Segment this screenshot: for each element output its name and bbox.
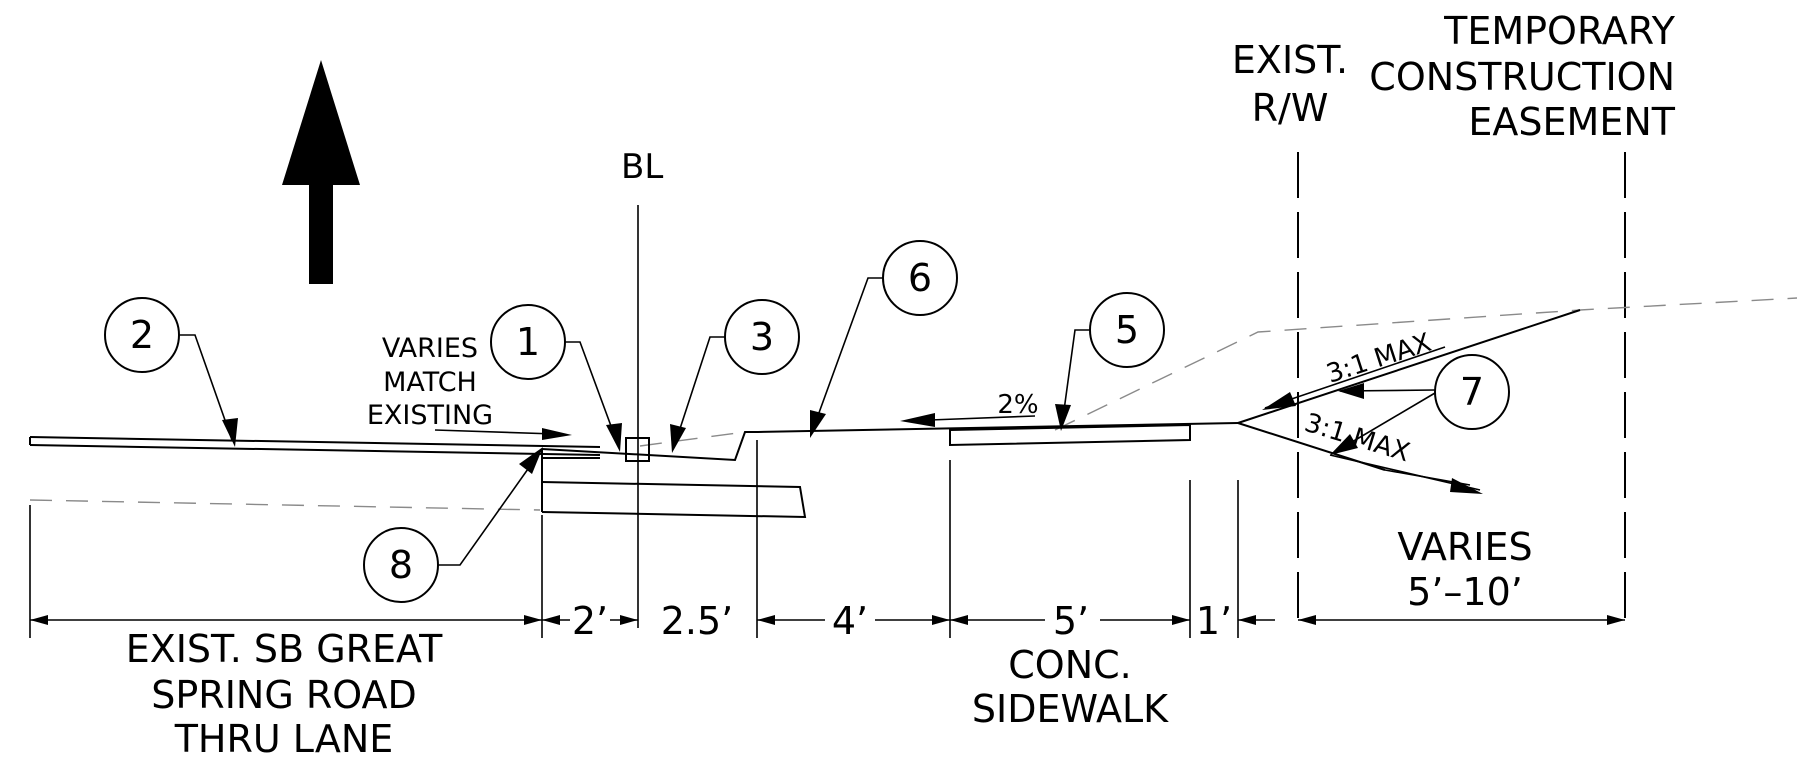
svg-text:5’–10’: 5’–10’ bbox=[1407, 570, 1523, 614]
svg-text:EASEMENT: EASEMENT bbox=[1468, 100, 1675, 144]
svg-text:1: 1 bbox=[516, 320, 540, 364]
exist-rw-label: EXIST. R/W bbox=[1232, 38, 1348, 130]
baseline-label: BL bbox=[621, 147, 663, 187]
svg-text:6: 6 bbox=[908, 256, 932, 300]
slope-percent-arrowhead bbox=[900, 413, 935, 427]
dimension-line bbox=[30, 615, 1625, 625]
svg-text:7: 7 bbox=[1460, 370, 1484, 414]
curb-gutter bbox=[541, 431, 807, 519]
svg-text:R/W: R/W bbox=[1252, 86, 1329, 130]
dim-1ft: 1’ bbox=[1196, 599, 1232, 643]
svg-text:EXISTING: EXISTING bbox=[367, 400, 493, 431]
existing-ground-left bbox=[29, 499, 541, 511]
varies-arrow-line bbox=[434, 429, 556, 435]
svg-text:TEMPORARY: TEMPORARY bbox=[1443, 9, 1676, 53]
baseline-point-marker bbox=[625, 437, 650, 462]
svg-text:THRU LANE: THRU LANE bbox=[174, 717, 394, 761]
svg-text:2: 2 bbox=[130, 313, 154, 357]
svg-text:5: 5 bbox=[1115, 308, 1139, 352]
callout-3: 3 bbox=[670, 299, 800, 453]
svg-text:EXIST.: EXIST. bbox=[1232, 38, 1348, 82]
tce-label: TEMPORARY CONSTRUCTION EASEMENT bbox=[1369, 9, 1675, 144]
existing-ground-mid bbox=[639, 431, 746, 447]
svg-text:EXIST. SB GREAT: EXIST. SB GREAT bbox=[126, 627, 443, 671]
dim-5ft: 5’ bbox=[1053, 599, 1089, 643]
dim-4ft: 4’ bbox=[832, 599, 868, 643]
svg-text:3:1 MAX: 3:1 MAX bbox=[1323, 328, 1435, 390]
dim-2ft: 2’ bbox=[572, 599, 608, 643]
road-label: EXIST. SB GREAT SPRING ROAD THRU LANE bbox=[126, 627, 443, 761]
svg-text:VARIES: VARIES bbox=[1397, 525, 1532, 569]
svg-text:MATCH: MATCH bbox=[383, 367, 477, 398]
slope-upper-annotation: 3:1 MAX bbox=[1262, 328, 1446, 410]
svg-text:CONSTRUCTION: CONSTRUCTION bbox=[1369, 55, 1675, 99]
sidewalk-label: CONC. SIDEWALK bbox=[972, 643, 1169, 731]
varies-arrowhead bbox=[542, 428, 572, 440]
callout-6: 6 bbox=[810, 240, 958, 438]
svg-text:SPRING ROAD: SPRING ROAD bbox=[151, 673, 417, 717]
up-arrow-icon bbox=[282, 60, 360, 284]
dim-2-5ft: 2.5’ bbox=[661, 599, 734, 643]
sidewalk-slab bbox=[949, 423, 1191, 447]
existing-ground-right bbox=[1054, 297, 1797, 431]
svg-text:3: 3 bbox=[750, 315, 774, 359]
svg-text:VARIES: VARIES bbox=[382, 333, 478, 364]
svg-text:SIDEWALK: SIDEWALK bbox=[972, 687, 1169, 731]
callout-8: 8 bbox=[363, 447, 543, 603]
slope-percent-label: 2% bbox=[997, 390, 1038, 420]
callout-5: 5 bbox=[1055, 292, 1165, 431]
varies-match-label: VARIES MATCH EXISTING bbox=[367, 333, 493, 431]
callout-2: 2 bbox=[104, 297, 238, 447]
finished-grade bbox=[757, 422, 1239, 433]
svg-text:CONC.: CONC. bbox=[1008, 643, 1131, 687]
callout-1: 1 bbox=[490, 304, 622, 452]
dimension-extension-lines bbox=[29, 440, 1239, 638]
svg-text:8: 8 bbox=[389, 543, 413, 587]
road-pavement bbox=[29, 436, 601, 456]
callout-7: 7 bbox=[1330, 354, 1510, 455]
varies-width-label: VARIES 5’–10’ bbox=[1397, 525, 1532, 614]
slope-percent-line bbox=[929, 415, 1036, 421]
